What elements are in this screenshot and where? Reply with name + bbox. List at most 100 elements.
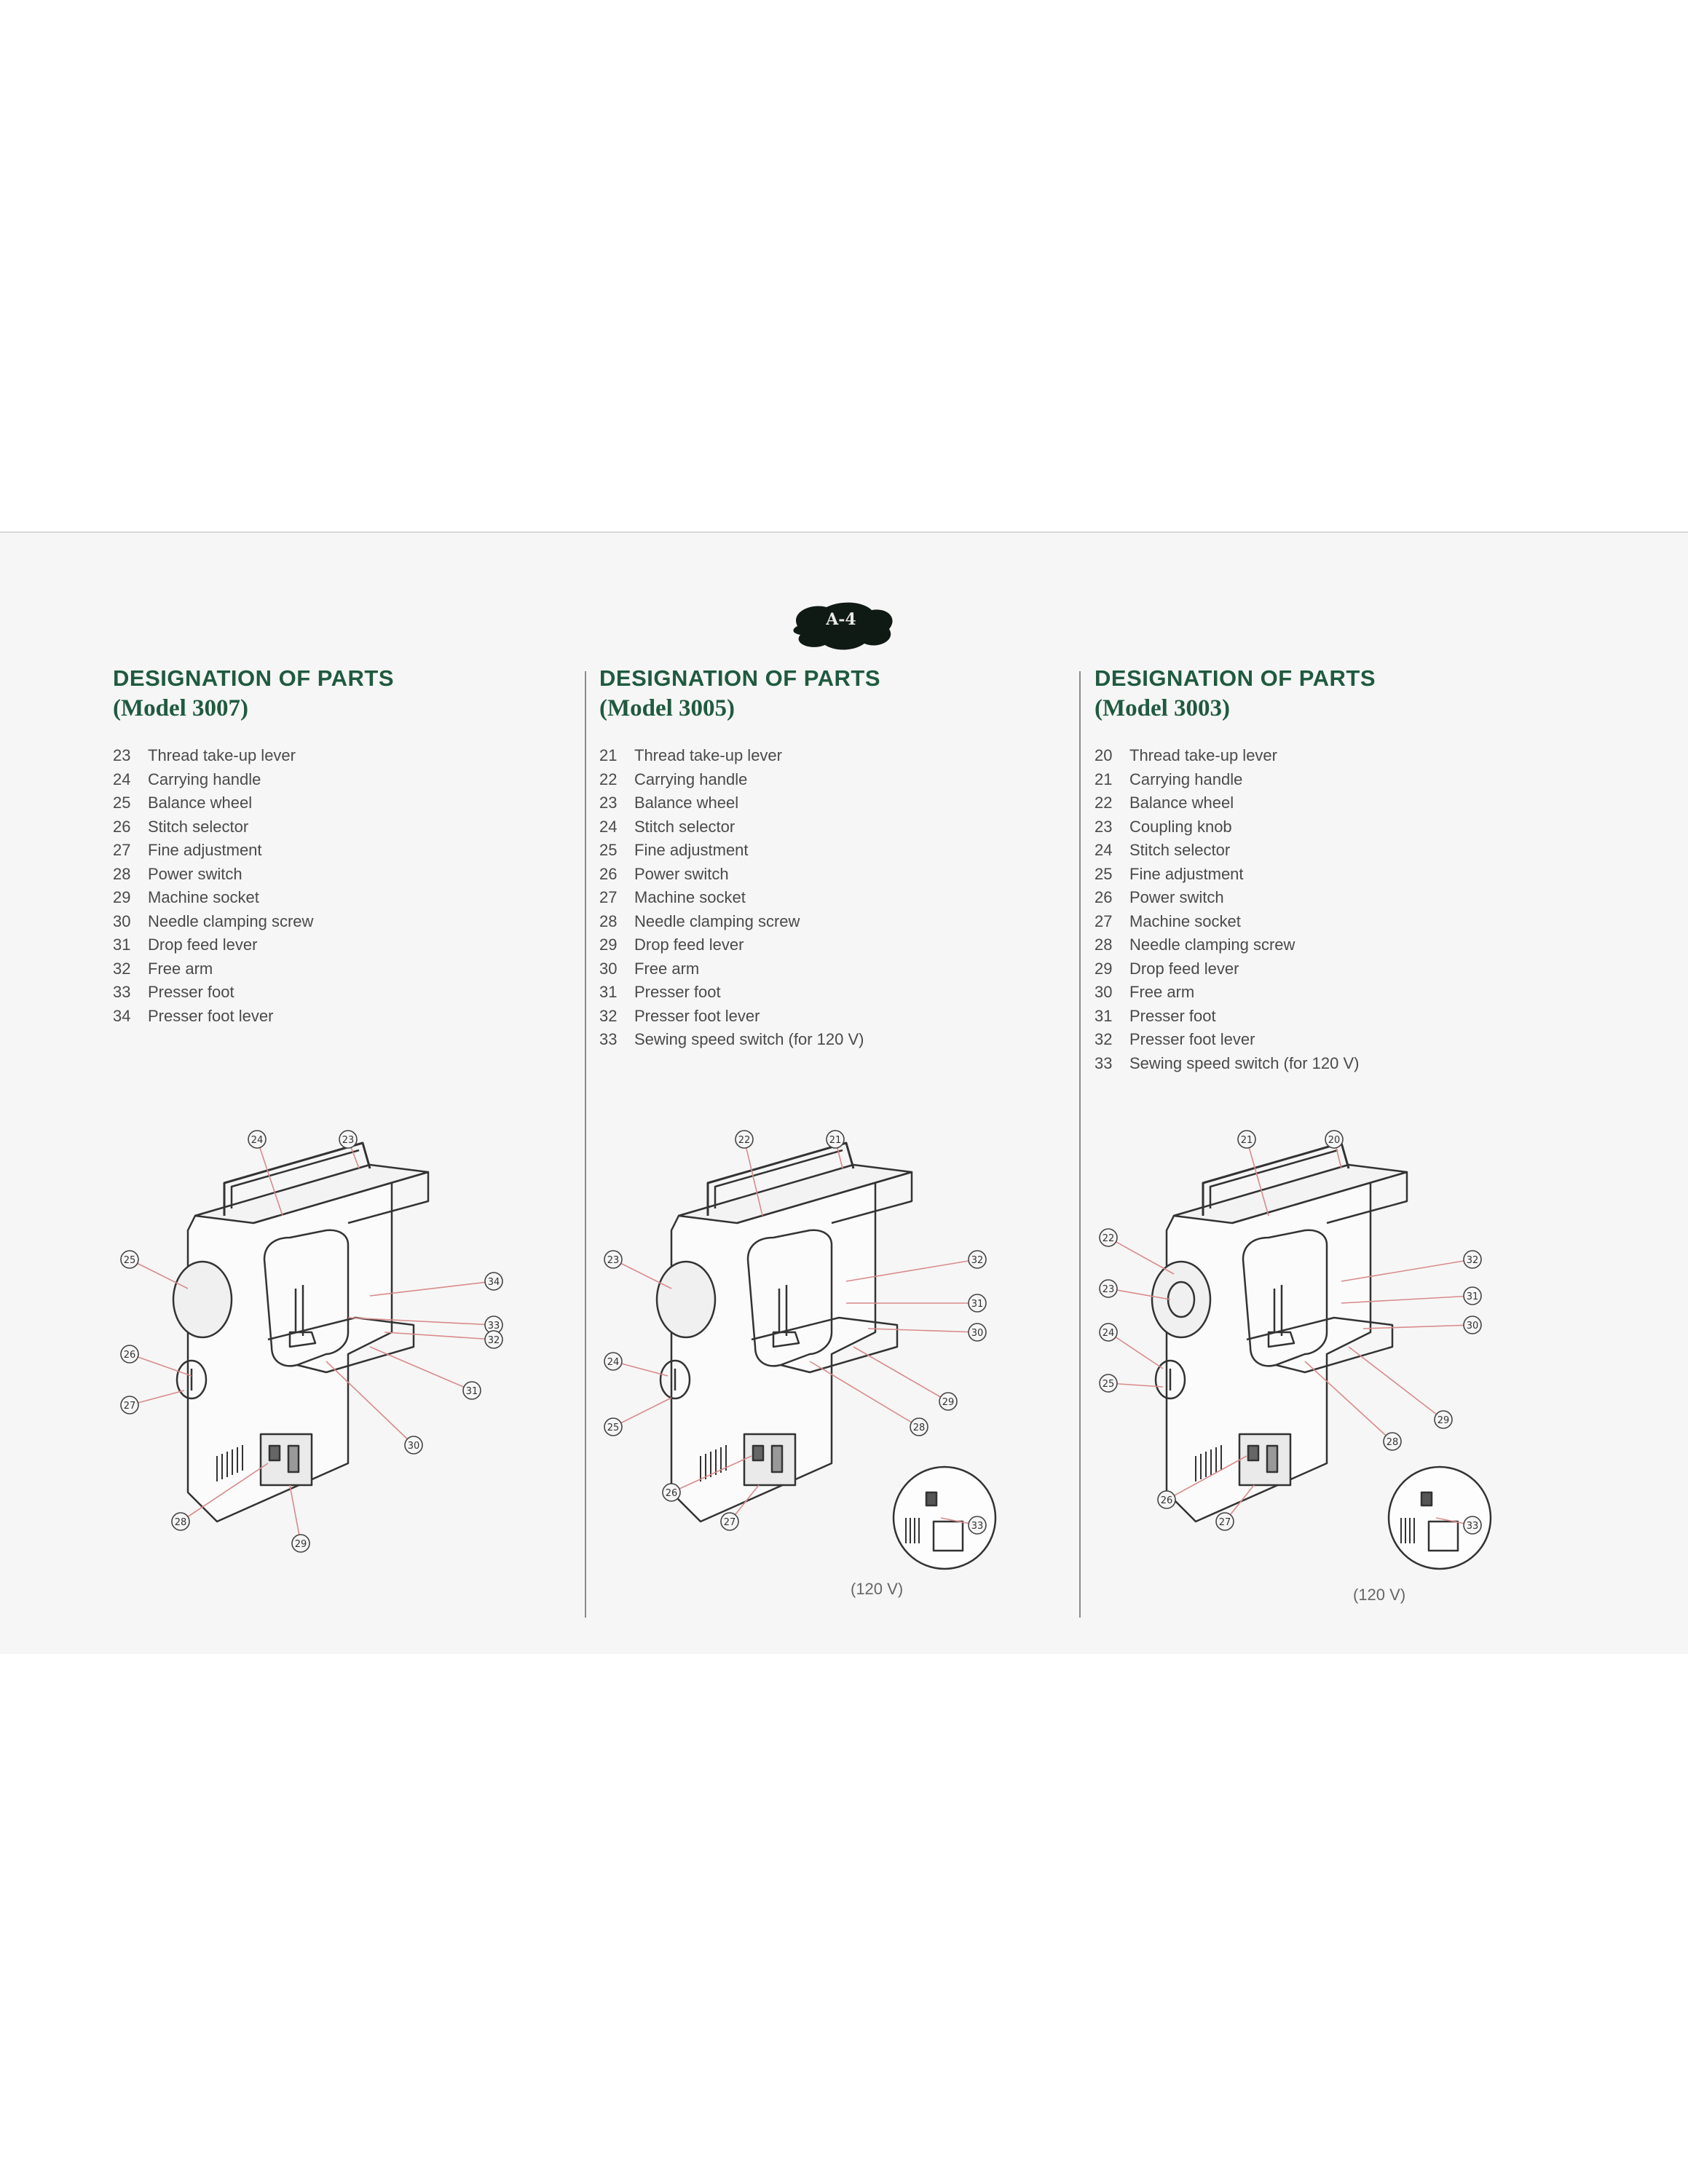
callout-marker <box>171 1512 190 1531</box>
part-number: 26 <box>599 864 618 883</box>
callout-number: 23 <box>342 1135 355 1146</box>
callout-leader <box>129 1353 192 1377</box>
callout-number: 31 <box>971 1299 984 1310</box>
part-number: 25 <box>1095 864 1113 883</box>
free-arm-bed <box>751 1316 899 1374</box>
part-name: Free arm <box>1129 983 1195 1002</box>
part-name: Needle clamping screw <box>634 911 800 930</box>
part-number: 27 <box>599 888 618 907</box>
callout-marker <box>120 1396 139 1415</box>
part-number: 30 <box>1095 983 1113 1002</box>
callout-marker <box>968 1250 987 1269</box>
callout-leader <box>845 1259 978 1282</box>
part-number: 24 <box>599 817 618 836</box>
part-name: Thread take-up lever <box>148 746 296 765</box>
part-number: 25 <box>113 794 131 812</box>
inset-panel <box>1427 1520 1459 1552</box>
callout-marker <box>1434 1410 1453 1429</box>
stitch-selector-shape <box>659 1359 691 1400</box>
callout-leader <box>384 1332 494 1340</box>
callout-number: 32 <box>488 1335 500 1346</box>
callout-leader <box>1341 1295 1473 1304</box>
part-number: 29 <box>113 888 131 907</box>
part-name: Stitch selector <box>634 817 735 836</box>
part-name: Sewing speed switch (for 120 V) <box>634 1030 864 1049</box>
arm-opening <box>263 1229 350 1367</box>
part-number: 24 <box>113 769 131 788</box>
callout-marker <box>1463 1516 1482 1535</box>
callout-leader <box>326 1361 414 1446</box>
carrying-handle-inner <box>230 1149 360 1208</box>
callout-leader <box>129 1390 185 1406</box>
inset-caption: (120 V) <box>1353 1586 1406 1604</box>
callout-leader <box>612 1259 672 1289</box>
callout-marker <box>484 1330 503 1349</box>
callout-number: 24 <box>251 1135 264 1146</box>
callout-number: 26 <box>666 1488 678 1499</box>
part-number: 22 <box>1095 794 1113 812</box>
part-name: Fine adjustment <box>1129 864 1244 883</box>
callout-marker <box>735 1130 754 1149</box>
callout-number: 21 <box>829 1135 842 1146</box>
part-name: Machine socket <box>1129 911 1241 930</box>
callout-leader <box>853 1346 949 1402</box>
part-name: Presser foot <box>1129 1006 1216 1025</box>
part-name: Presser foot <box>148 983 234 1002</box>
inset-speed-switch <box>1420 1491 1433 1507</box>
callout-leader <box>1348 1346 1444 1420</box>
switch-panel <box>259 1433 313 1487</box>
callout-leader <box>1108 1237 1175 1275</box>
part-name: Presser foot lever <box>148 1006 274 1025</box>
section-heading: DESIGNATION OF PARTS (Model 3003) <box>1095 664 1575 724</box>
part-name: Presser foot lever <box>1129 1030 1255 1049</box>
part-number: 24 <box>1095 841 1113 860</box>
part-number: 33 <box>113 983 131 1002</box>
section-heading: DESIGNATION OF PARTS (Model 3007) <box>113 664 593 724</box>
callout-number: 25 <box>124 1255 136 1266</box>
callout-leader <box>867 1328 978 1333</box>
callout-leader <box>347 1317 494 1326</box>
part-number: 31 <box>1095 1006 1113 1025</box>
callout-marker <box>826 1130 845 1149</box>
callout-marker <box>1463 1315 1482 1334</box>
callout-marker <box>604 1417 623 1436</box>
balance-wheel-shape <box>655 1260 717 1339</box>
stitch-selector-shape <box>1154 1359 1186 1400</box>
callout-leader <box>744 1139 763 1216</box>
heading-model: (Model 3005) <box>599 695 735 721</box>
part-name: Needle clamping screw <box>1129 935 1295 954</box>
part-number: 21 <box>599 746 618 765</box>
callout-leader <box>809 1361 920 1428</box>
callout-number: 32 <box>971 1255 984 1266</box>
part-name: Thread take-up lever <box>1129 746 1277 765</box>
callout-number: 33 <box>1467 1521 1479 1532</box>
stitch-selector-shape <box>175 1359 208 1400</box>
callout-number: 24 <box>607 1357 620 1368</box>
switch-panel-switch <box>752 1444 765 1462</box>
part-name: Power switch <box>148 864 242 883</box>
callout-marker <box>404 1436 423 1455</box>
inset-panel <box>932 1520 964 1552</box>
free-arm-bed <box>1246 1316 1394 1374</box>
callout-number: 29 <box>942 1397 955 1408</box>
part-name: Stitch selector <box>148 817 249 836</box>
arm-opening <box>746 1229 833 1367</box>
callout-marker <box>1099 1228 1118 1247</box>
callout-marker <box>939 1392 958 1411</box>
carrying-handle-inner <box>1209 1149 1338 1208</box>
callout-marker <box>1383 1432 1402 1451</box>
